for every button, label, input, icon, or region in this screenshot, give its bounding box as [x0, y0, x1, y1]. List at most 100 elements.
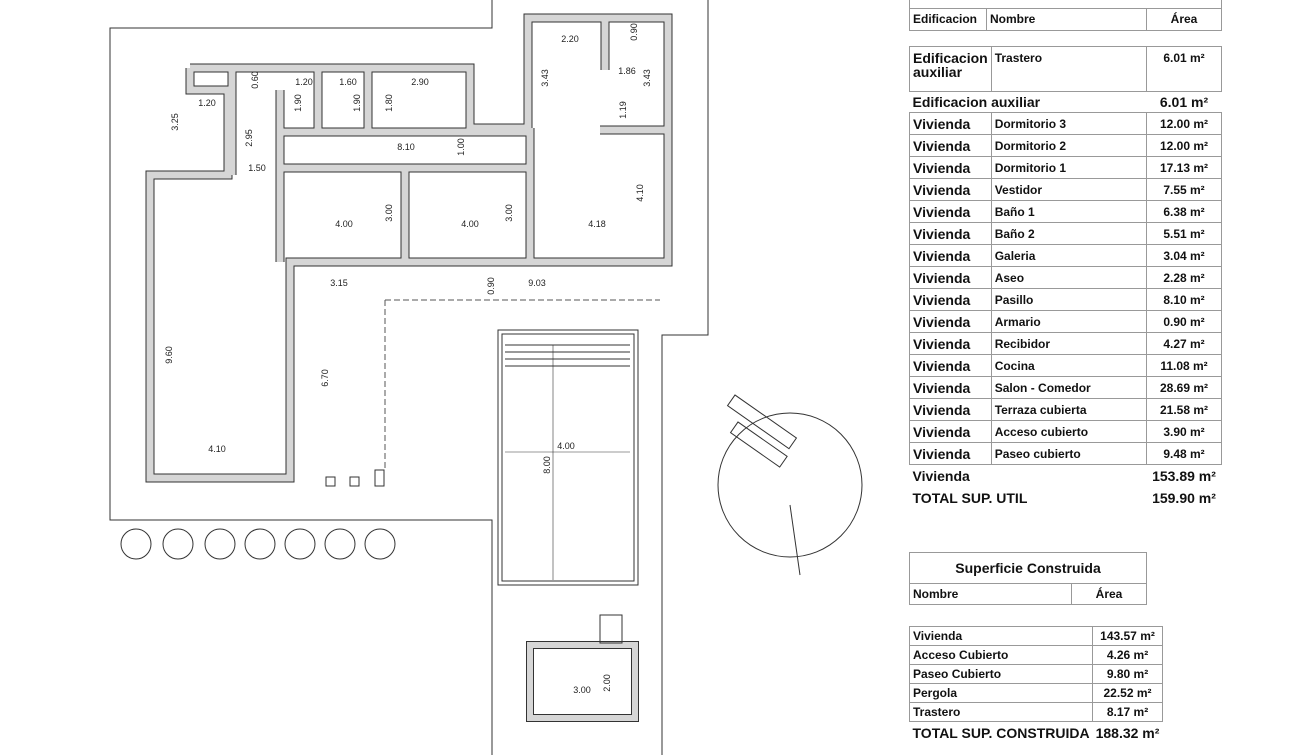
dimension-label: 0.60	[250, 71, 260, 89]
dimension-label: 2.00	[602, 674, 612, 692]
area-cell: 9.48 m²	[1146, 442, 1222, 465]
name-cell: Paseo Cubierto	[908, 664, 1094, 684]
dimension-label: 4.00	[335, 219, 353, 229]
dimension-label: 4.18	[588, 219, 606, 229]
area-cell: 22.52 m²	[1092, 683, 1163, 703]
total-construida-value: 188.32 m²	[1095, 725, 1160, 741]
col-nombre: Nombre	[986, 7, 1147, 31]
area-cell: 11.08 m²	[1146, 354, 1222, 377]
dimension-label: 3.00	[504, 204, 514, 222]
dimension-label: 2.90	[411, 77, 429, 87]
area-cell: 6.01 m²	[1146, 46, 1222, 92]
name-cell: Galeria	[990, 244, 1148, 267]
vivienda-subtotal-label: Vivienda	[912, 468, 970, 484]
group-cell: Vivienda	[909, 398, 992, 421]
vivienda-subtotal-value: 153.89 m²	[1152, 468, 1216, 484]
area-cell: 4.26 m²	[1092, 645, 1163, 665]
dimension-label: 4.00	[461, 219, 479, 229]
col-area: Área	[1146, 7, 1222, 31]
dimension-label: 3.00	[384, 204, 394, 222]
dimension-label: 8.00	[542, 456, 552, 474]
name-cell: Dormitorio 2	[990, 134, 1148, 157]
dimension-label: 4.10	[208, 444, 226, 454]
dimension-label: 1.90	[293, 94, 303, 112]
dimension-label: 1.20	[198, 98, 216, 108]
dimension-label: 3.43	[642, 69, 652, 87]
area-cell: 5.51 m²	[1146, 222, 1222, 245]
dimension-label: 0.90	[486, 277, 496, 295]
construida-title: Superficie Construida	[909, 552, 1147, 584]
name-cell: Recibidor	[990, 332, 1148, 355]
area-cell: 12.00 m²	[1146, 112, 1222, 135]
dimension-label: 1.80	[384, 94, 394, 112]
group-cell: Vivienda	[909, 178, 992, 201]
area-cell: 143.57 m²	[1092, 626, 1163, 646]
area-cell: 28.69 m²	[1146, 376, 1222, 399]
dimension-label: 1.20	[295, 77, 313, 87]
group-cell: Vivienda	[909, 222, 992, 245]
group-cell: Vivienda	[909, 134, 992, 157]
dimension-label: 3.25	[170, 113, 180, 131]
terrace-outline	[384, 299, 660, 470]
subtotal-label: Edificacion auxiliar	[912, 94, 1041, 110]
group-cell: Vivienda	[909, 354, 992, 377]
name-cell: Acceso cubierto	[990, 420, 1148, 443]
dimension-label: 0.90	[629, 23, 639, 41]
dimension-label: 9.60	[164, 346, 174, 364]
total-util-value: 159.90 m²	[1152, 490, 1216, 506]
dimension-label: 1.90	[352, 94, 362, 112]
group-cell: Vivienda	[909, 156, 992, 179]
name-cell: Vivienda	[908, 626, 1094, 646]
area-cell: 3.90 m²	[1146, 420, 1222, 443]
col-nombre: Nombre	[909, 583, 1072, 605]
dimension-label: 1.86	[618, 66, 636, 76]
dimension-label: 3.00	[573, 685, 591, 695]
name-cell: Cocina	[990, 354, 1148, 377]
group-cell: Vivienda	[909, 244, 992, 267]
group-cell: Vivienda	[909, 442, 992, 465]
group-cell: Vivienda	[909, 200, 992, 223]
group-cell: Vivienda	[909, 266, 992, 289]
col-edificacion: Edificacion	[909, 7, 987, 31]
name-cell: Terraza cubierta	[990, 398, 1148, 421]
group-cell: Vivienda	[909, 288, 992, 311]
dimension-label: 1.60	[339, 77, 357, 87]
name-cell: Paseo cubierto	[990, 442, 1148, 465]
site-boundary	[109, 0, 493, 755]
name-cell: Pasillo	[990, 288, 1148, 311]
dimension-label: 9.03	[528, 278, 546, 288]
name-cell: Aseo	[990, 266, 1148, 289]
group-cell: Vivienda	[909, 332, 992, 355]
umbrella-and-loungers	[717, 394, 863, 576]
name-cell: Pergola	[908, 683, 1094, 703]
dimension-label: 1.50	[248, 163, 266, 173]
area-cell: 21.58 m²	[1146, 398, 1222, 421]
name-cell: Acceso Cubierto	[908, 645, 1094, 665]
site-boundary-right	[661, 0, 709, 755]
dimension-label: 1.00	[456, 138, 466, 156]
total-construida-label: TOTAL SUP. CONSTRUIDA	[912, 725, 1090, 741]
dimension-label: 3.43	[540, 69, 550, 87]
